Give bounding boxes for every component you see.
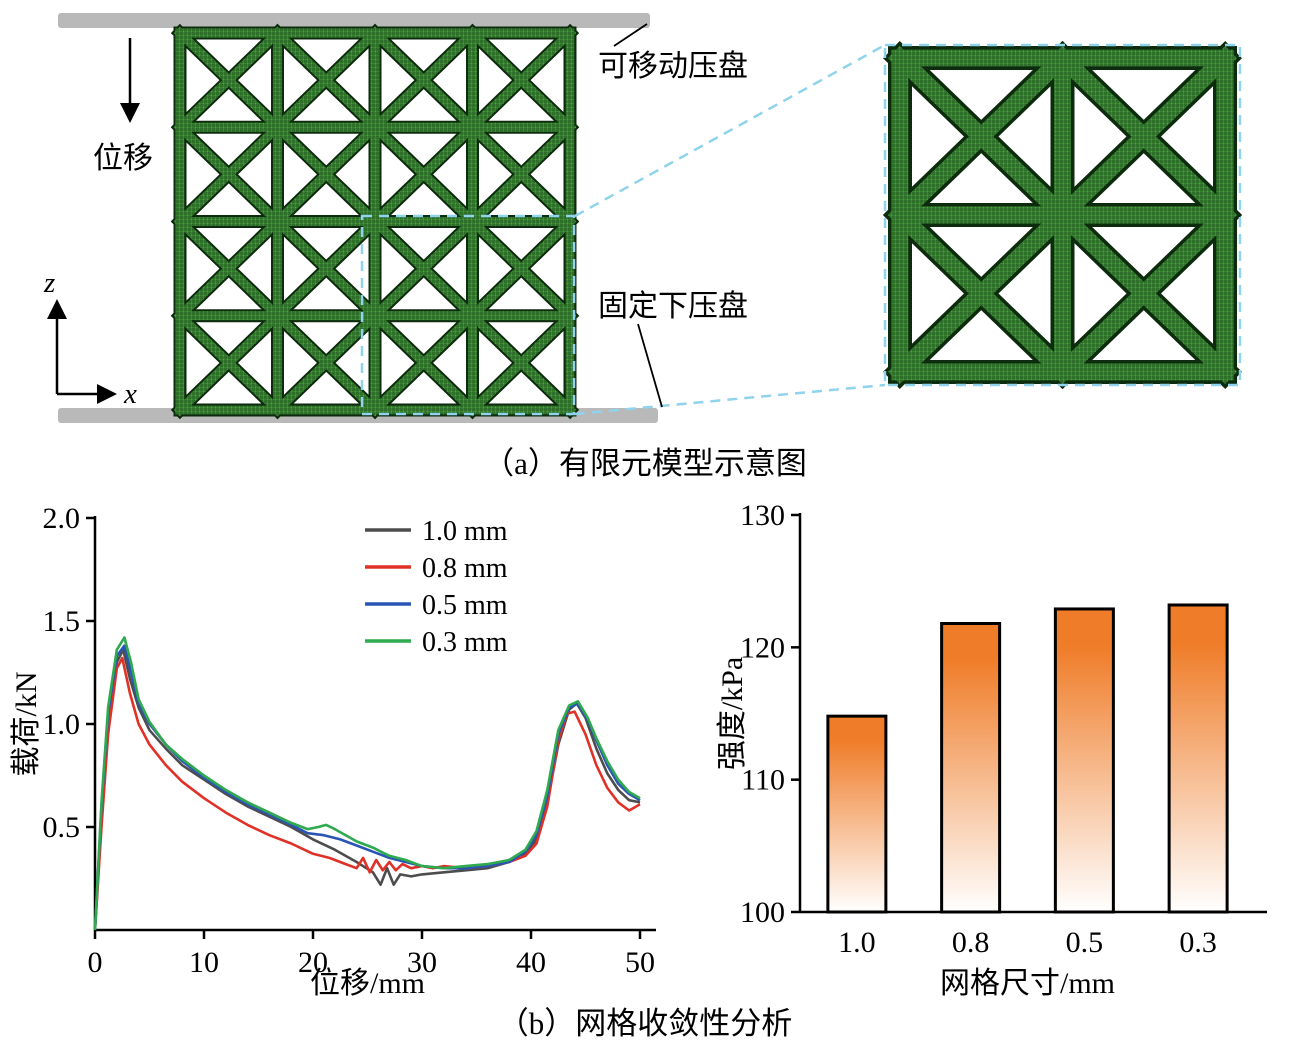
- movable-platen-leader-line: [613, 23, 648, 47]
- x-axis-title: 位移/mm: [310, 967, 425, 1000]
- bar-0.8: [940, 622, 1002, 914]
- line-chart-axes: 0.5 1.0 1.5 2.0 0 10 20 30 40 50 位移/mm 载荷/kN: [10, 502, 656, 1000]
- bars: 1.0 0.8 0.5 0.3: [826, 603, 1229, 959]
- legend-label: 0.3 mm: [422, 627, 508, 658]
- x-tick-label: 50: [625, 946, 655, 979]
- zoom-view-frame: [883, 43, 1242, 387]
- y-tick-label: 1.0: [43, 708, 81, 741]
- category-label: 0.3: [1179, 926, 1217, 959]
- legend-label: 0.8 mm: [422, 553, 508, 584]
- x-axis-label: x: [123, 378, 137, 410]
- line-series: [93, 636, 641, 931]
- lattice-zoom-view: [883, 41, 1242, 389]
- series-0.3mm: [93, 636, 641, 931]
- y-tick-label: 100: [740, 896, 785, 929]
- y-axis-title: 载荷/kN: [10, 672, 43, 777]
- legend-label: 1.0 mm: [422, 516, 508, 547]
- y-tick-label: 130: [740, 499, 785, 532]
- series-1.0mm: [93, 648, 641, 931]
- legend: 1.0 mm 0.8 mm 0.5 mm 0.3 mm: [365, 516, 508, 658]
- movable-platen-label: 可移动压盘: [598, 50, 748, 83]
- z-axis-label: z: [43, 267, 55, 299]
- bar-0.5: [1053, 607, 1115, 914]
- zoom-region-outline: [360, 214, 576, 416]
- y-axis-title: 强度/kPa: [716, 657, 749, 770]
- legend-label: 0.5 mm: [422, 590, 508, 621]
- lattice-structure: [170, 23, 580, 420]
- y-tick-label: 120: [740, 631, 785, 664]
- y-tick-label: 2.0: [43, 502, 81, 535]
- movable-platen-bar: [58, 13, 650, 28]
- category-label: 0.8: [952, 926, 990, 959]
- x-tick-label: 30: [407, 946, 437, 979]
- bar-0.3: [1167, 603, 1229, 914]
- x-tick-label: 0: [88, 946, 103, 979]
- fem-model-diagram: 位移 z x 可移动压盘 固定下压盘: [43, 13, 1242, 423]
- y-tick-label: 1.5: [43, 605, 81, 638]
- caption-b: （b）网格收敛性分析: [497, 1006, 793, 1041]
- fixed-platen-label: 固定下压盘: [598, 290, 748, 323]
- series-0.8mm: [93, 656, 641, 931]
- zoom-connector-bottom: [574, 383, 886, 416]
- y-tick-label: 0.5: [43, 811, 81, 844]
- x-axis-title: 网格尺寸/mm: [940, 967, 1115, 1000]
- zoom-connector-top: [574, 43, 886, 218]
- x-tick-label: 20: [298, 946, 328, 979]
- x-tick-label: 40: [516, 946, 546, 979]
- category-label: 0.5: [1066, 926, 1104, 959]
- y-tick-label: 110: [741, 764, 785, 797]
- bar-chart-axes: 100 110 120 130 网格尺寸/mm 强度/kPa: [716, 499, 1267, 1000]
- strength-bar-chart: 1.0 0.8 0.5 0.3 100 110 120 130 网格尺寸/mm 强度/kPa: [716, 499, 1267, 1000]
- x-tick-label: 10: [189, 946, 219, 979]
- coordinate-axes: z x: [43, 267, 137, 410]
- series-0.5mm: [93, 644, 641, 931]
- category-label: 1.0: [838, 926, 876, 959]
- fixed-platen-leader-line: [637, 323, 663, 408]
- caption-a: （a）有限元模型示意图: [483, 446, 807, 481]
- bar-1.0: [826, 714, 888, 914]
- displacement-label: 位移: [93, 142, 153, 175]
